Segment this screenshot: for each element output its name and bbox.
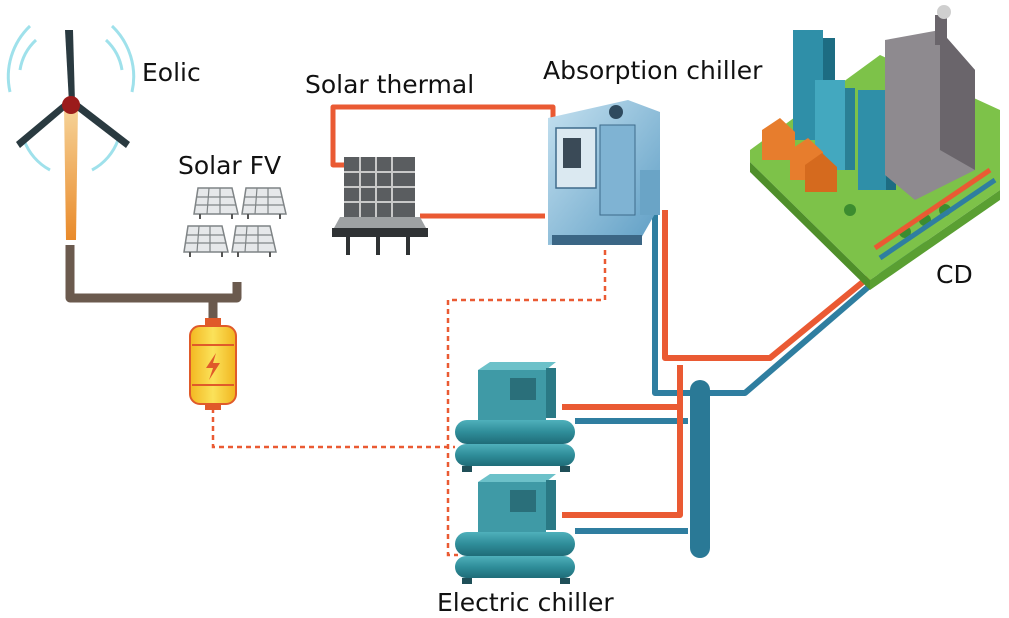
power-cable <box>65 245 242 318</box>
city-district-icon <box>750 5 1000 290</box>
solar-thermal-loop <box>330 104 556 219</box>
solar-thermal-collector-icon <box>332 157 428 255</box>
electric-chiller-icon <box>455 474 575 584</box>
battery-icon <box>189 318 237 410</box>
cd-label: CD <box>936 260 973 289</box>
wind-turbine-icon <box>6 24 136 240</box>
electric-chiller-icon <box>455 362 575 472</box>
electric-dashed-lines <box>211 250 607 557</box>
solar-thermal-label: Solar thermal <box>305 70 475 99</box>
solar-fv-label: Solar FV <box>178 151 282 180</box>
eolic-label: Eolic <box>142 58 201 87</box>
absorption-chiller-icon <box>548 100 660 245</box>
absorption-chiller-label: Absorption chiller <box>543 56 763 85</box>
distribution-header <box>690 380 710 558</box>
solar-pv-icon <box>183 187 287 258</box>
electric-chiller-label: Electric chiller <box>437 588 614 617</box>
